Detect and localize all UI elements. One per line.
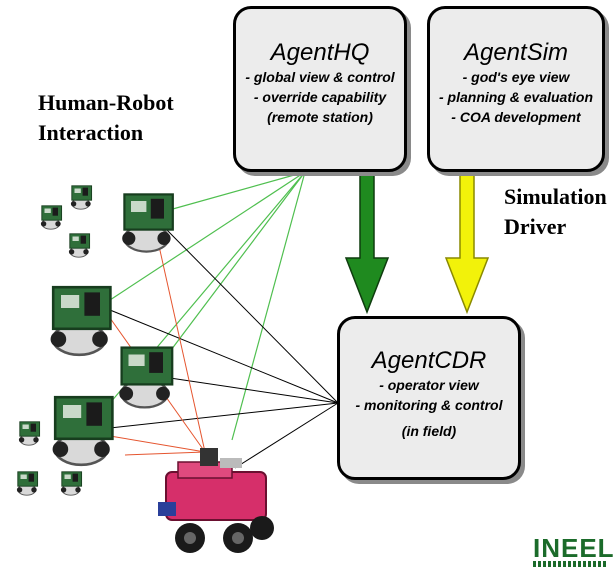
black-link (169, 377, 339, 404)
heading-line: Human-Robot (38, 90, 174, 115)
black-link (109, 402, 339, 429)
agentsim-line: - COA development (451, 109, 581, 125)
medium-robot-group (49, 193, 174, 467)
agenthq-line: - global view & control (245, 69, 395, 85)
simulation-driver-heading: Simulation Driver (504, 182, 607, 242)
green-link (231, 171, 306, 441)
robot-kit-icon (49, 285, 112, 357)
human-robot-heading: Human-Robot Interaction (38, 88, 174, 148)
red-link (124, 451, 206, 456)
agentsim-line: - god's eye view (462, 69, 570, 85)
red-link (154, 227, 206, 453)
red-links (109, 227, 206, 456)
robot-kit-icon (68, 233, 91, 258)
robot-kit-icon (18, 421, 41, 446)
robot-kit-icon (60, 471, 83, 496)
logo-underline (533, 561, 607, 567)
black-links (109, 224, 339, 469)
agentcdr-title: AgentCDR (371, 347, 487, 374)
agentsim-title: AgentSim (463, 39, 569, 66)
red-rover-icon (158, 448, 274, 553)
green-link (161, 171, 306, 213)
heading-line: Interaction (38, 120, 144, 145)
black-link (161, 224, 339, 404)
agentcdr-line: (in field) (401, 423, 457, 439)
robot-kit-icon (121, 193, 174, 253)
robot-kit-icon (16, 471, 39, 496)
black-link (109, 309, 339, 404)
agenthq-line: (remote station) (267, 109, 373, 125)
heading-line: Simulation (504, 184, 607, 209)
agenthq-line: - override capability (253, 89, 387, 105)
robot-kit-icon (51, 395, 114, 467)
yellow-arrow (444, 172, 490, 315)
green-link (109, 171, 306, 301)
green-link (149, 171, 306, 379)
agentsim-box: AgentSim - god's eye view - planning & e… (427, 6, 605, 172)
agentcdr-box: AgentCDR - operator view - monitoring & … (337, 316, 521, 480)
agentsim-line: - planning & evaluation (438, 89, 593, 105)
black-link (234, 402, 339, 469)
red-link (109, 435, 206, 453)
agenthq-title: AgentHQ (270, 39, 370, 66)
agentcdr-line: - operator view (379, 377, 479, 393)
agenthq-box: AgentHQ - global view & control - overri… (233, 6, 407, 172)
heading-line: Driver (504, 214, 567, 239)
green-arrow (344, 172, 390, 315)
ineel-logo: INEEL (533, 533, 614, 563)
robot-kit-icon (40, 205, 63, 230)
robot-kit-icon (118, 346, 174, 409)
agentcdr-line: - monitoring & control (355, 397, 503, 413)
robot-kit-icon (70, 185, 93, 210)
